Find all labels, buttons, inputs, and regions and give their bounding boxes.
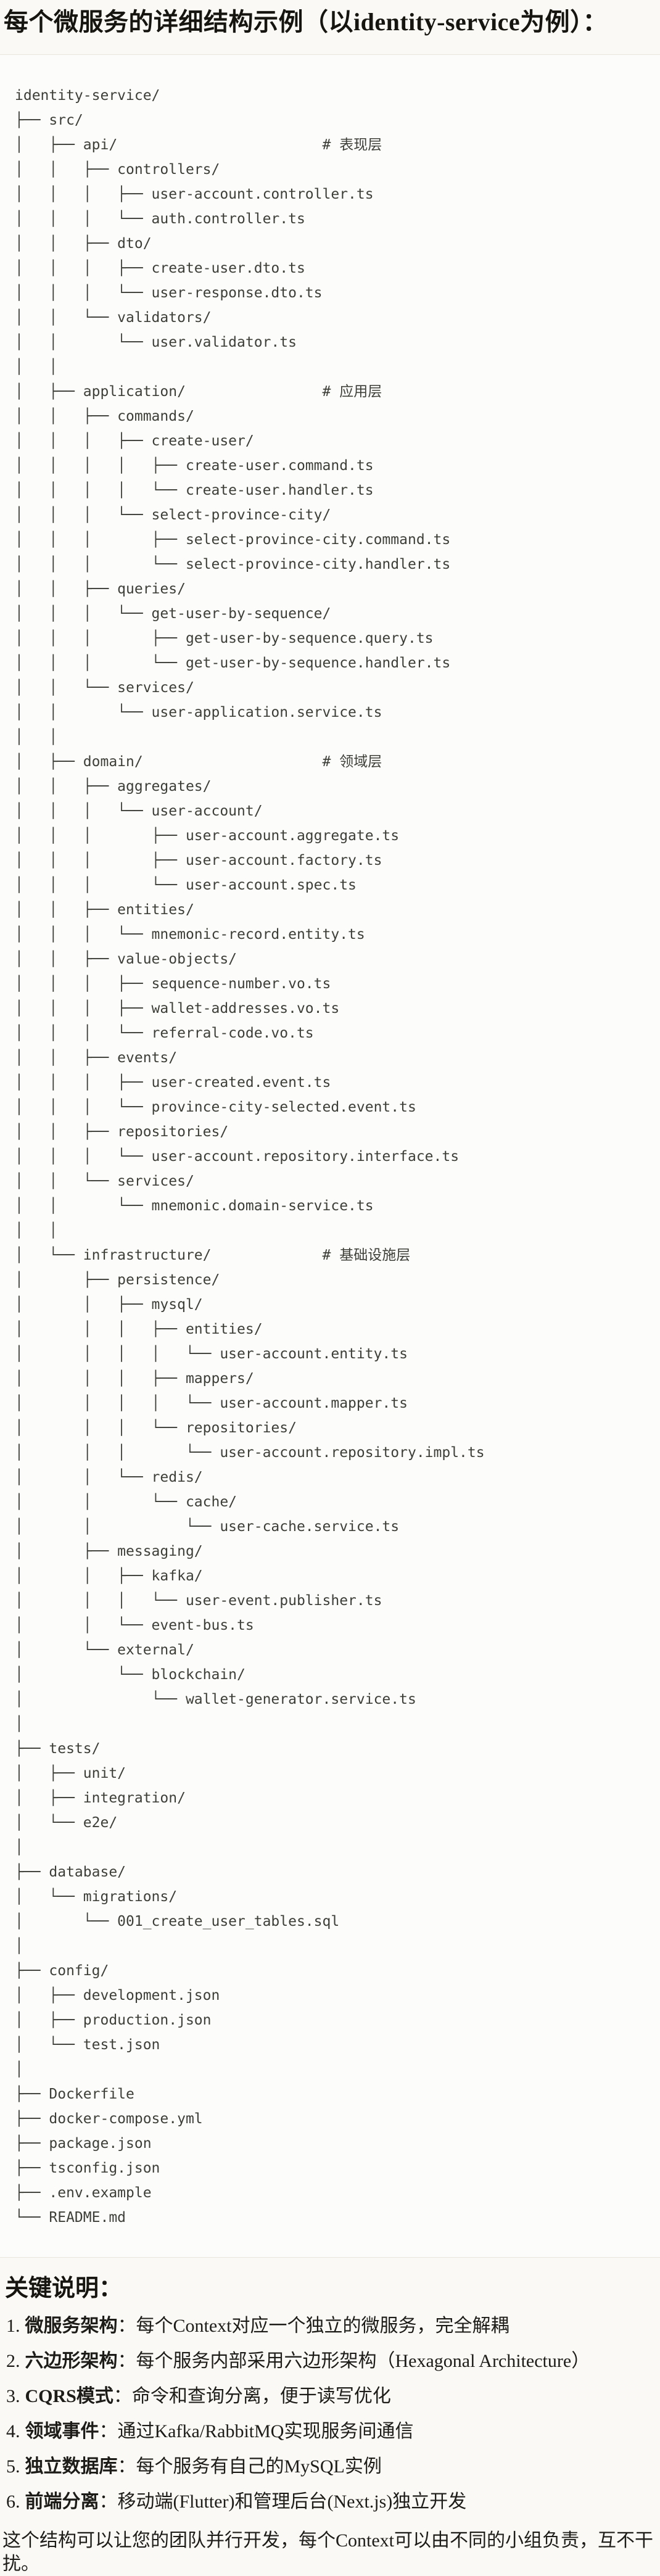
note-term: 领域事件 xyxy=(25,2421,99,2442)
note-number: 2. xyxy=(6,2351,20,2371)
note-item: 5.独立数据库：每个服务有自己的MySQL实例 xyxy=(6,2456,656,2478)
notes-heading: 关键说明： xyxy=(5,2276,123,2301)
note-text: ：每个服务有自己的MySQL实例 xyxy=(117,2456,382,2477)
note-text: ：每个Context对应一个独立的微服务，完全解耦 xyxy=(117,2316,509,2336)
note-term: 微服务架构 xyxy=(25,2316,118,2336)
note-number: 6. xyxy=(6,2491,20,2512)
note-term: CQRS模式 xyxy=(25,2386,113,2406)
note-text: ：移动端(Flutter)和管理后台(Next.js)独立开发 xyxy=(99,2491,467,2512)
note-item: 3.CQRS模式：命令和查询分离，便于读写优化 xyxy=(6,2385,656,2408)
note-item: 1.微服务架构：每个Context对应一个独立的微服务，完全解耦 xyxy=(6,2315,656,2337)
note-number: 4. xyxy=(6,2421,20,2442)
note-text: ：通过Kafka/RabbitMQ实现服务间通信 xyxy=(99,2421,414,2442)
file-tree: identity-service/ ├── src/ │ ├── api/ # … xyxy=(15,88,485,2226)
note-number: 1. xyxy=(6,2316,20,2336)
note-term: 六边形架构 xyxy=(25,2351,118,2371)
note-item: 2.六边形架构：每个服务内部采用六边形架构（Hexagonal Architec… xyxy=(6,2350,656,2372)
note-text: ：每个服务内部采用六边形架构（Hexagonal Architecture） xyxy=(117,2351,590,2371)
page-title: 每个微服务的详细结构示例（以identity-service为例）： xyxy=(4,8,608,36)
note-number: 3. xyxy=(6,2386,20,2406)
note-term: 独立数据库 xyxy=(25,2456,118,2477)
note-item: 6.前端分离：移动端(Flutter)和管理后台(Next.js)独立开发 xyxy=(6,2491,656,2513)
note-text: ：命令和查询分离，便于读写优化 xyxy=(113,2386,391,2406)
code-block: identity-service/ ├── src/ │ ├── api/ # … xyxy=(0,54,660,2258)
note-term: 前端分离 xyxy=(25,2491,99,2512)
closing-paragraph: 这个结构可以让您的团队并行开发，每个Context可以由不同的小组负责，互不干扰… xyxy=(2,2530,653,2574)
note-number: 5. xyxy=(6,2456,20,2477)
note-item: 4.领域事件：通过Kafka/RabbitMQ实现服务间通信 xyxy=(6,2421,656,2443)
